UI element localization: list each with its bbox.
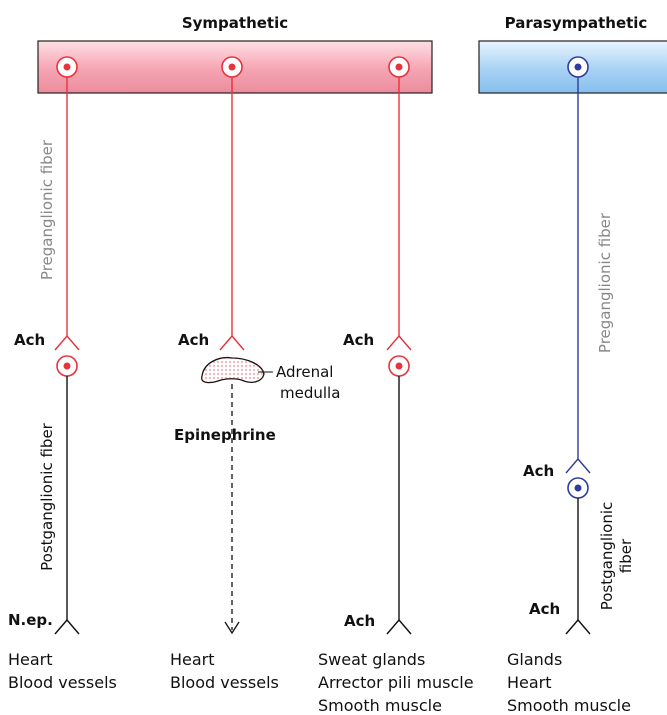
epinephrine-label: Epinephrine [174, 426, 276, 444]
para-postganglionic-fiber [565, 498, 591, 635]
para-cell-body [567, 56, 589, 78]
sym3-pre-ach-label: Ach [343, 331, 374, 349]
sym1-target-item: Heart [8, 650, 53, 669]
sym3-target-item: Smooth muscle [318, 696, 442, 715]
sym2-cell-body [221, 56, 243, 78]
sym2-preganglionic-fiber [219, 76, 245, 351]
sym2-target-item: Heart [170, 650, 215, 669]
sym1-postganglionic-fiber [54, 376, 80, 635]
sym3-targets: Sweat glands Arrector pili muscle Smooth… [318, 650, 474, 715]
sym2-target-item: Blood vessels [170, 673, 279, 692]
sym1-post-neurotransmitter-label: N.ep. [8, 611, 53, 629]
para-pre-ach-label: Ach [523, 462, 554, 480]
sym1-cell-body [56, 56, 78, 78]
sym2-pre-ach-label: Ach [178, 331, 209, 349]
sym3-cell-body [388, 56, 410, 78]
adrenal-label-line1: Adrenal [276, 363, 333, 381]
sym3-target-item: Arrector pili muscle [318, 673, 474, 692]
adrenal-medulla-shape [201, 356, 265, 384]
sym1-ganglion-cell [56, 355, 78, 377]
parasympathetic-header: Parasympathetic [505, 14, 648, 32]
para-postganglionic-label-line2: fiber [617, 538, 635, 573]
para-post-neurotransmitter-label: Ach [529, 600, 560, 618]
sym-preganglionic-label: Preganglionic fiber [38, 139, 56, 280]
sym3-target-item: Sweat glands [318, 650, 425, 669]
sym1-preganglionic-fiber [54, 76, 80, 351]
sym3-post-neurotransmitter-label: Ach [344, 612, 375, 630]
sympathetic-header: Sympathetic [182, 14, 288, 32]
para-target-item: Glands [507, 650, 562, 669]
adrenal-label-line2: medulla [280, 384, 340, 402]
sym1-targets: Heart Blood vessels [8, 650, 117, 692]
para-postganglionic-label: Postganglionic fiber [598, 502, 635, 611]
epinephrine-bloodstream-arrow [224, 384, 240, 635]
para-target-item: Heart [507, 673, 552, 692]
para-preganglionic-fiber [565, 76, 591, 474]
sym3-ganglion-cell [388, 355, 410, 377]
sym2-targets: Heart Blood vessels [170, 650, 279, 692]
para-postganglionic-label-line1: Postganglionic [598, 502, 616, 611]
sym-postganglionic-label: Postganglionic fiber [38, 422, 56, 571]
para-target-item: Smooth muscle [507, 696, 631, 715]
sym1-pre-ach-label: Ach [14, 331, 45, 349]
para-ganglion-cell [567, 477, 589, 499]
para-targets: Glands Heart Smooth muscle [507, 650, 631, 715]
sym3-postganglionic-fiber [386, 376, 412, 635]
sym3-preganglionic-fiber [386, 76, 412, 351]
para-preganglionic-label: Preganglionic fiber [596, 212, 614, 353]
sym1-target-item: Blood vessels [8, 673, 117, 692]
